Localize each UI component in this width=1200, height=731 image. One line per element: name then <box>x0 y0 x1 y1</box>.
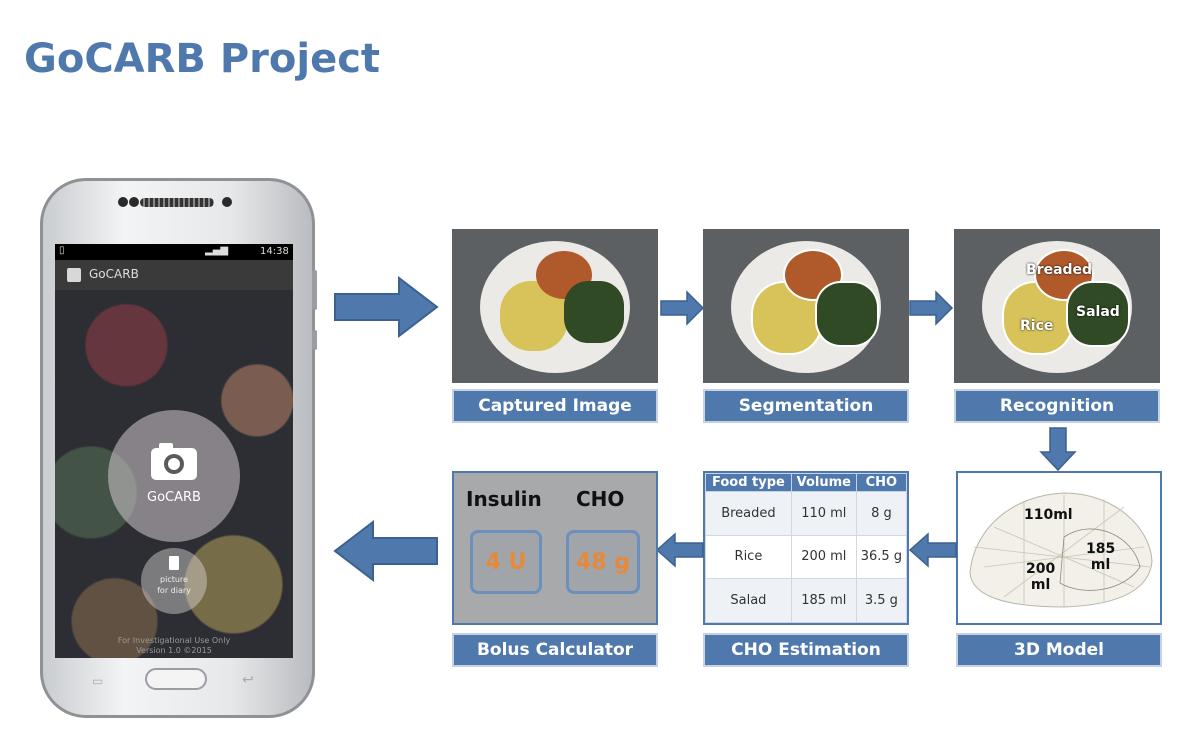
page-title: GoCARB Project <box>24 36 381 82</box>
picture-for-diary-button[interactable]: picture for diary <box>141 548 207 614</box>
captured-image-label: Captured Image <box>452 389 658 423</box>
insulin-label: Insulin <box>466 487 542 511</box>
home-button[interactable] <box>145 668 207 690</box>
cho-value: 48 g <box>566 530 640 594</box>
earpiece-speaker <box>140 198 214 207</box>
rice-tag: Rice <box>1020 318 1054 334</box>
salad-tag: Salad <box>1076 304 1120 320</box>
diary-label-line2: for diary <box>157 586 191 595</box>
app-bar: GoCARB <box>55 260 293 290</box>
cho-table: Food type Volume CHO Breaded 110 ml 8 g … <box>705 473 908 623</box>
status-bar: ▯ ▂▄▆ 14:38 <box>55 244 293 260</box>
table-row: Breaded 110 ml 8 g <box>705 491 908 536</box>
camera-icon <box>151 443 197 480</box>
recognition-label: Recognition <box>954 389 1160 423</box>
volume-salad-unit: ml <box>1090 557 1111 573</box>
segmentation-label: Segmentation <box>703 389 909 423</box>
volume-salad-number: 185 <box>1086 541 1116 557</box>
cell-cho: 3.5 g <box>855 578 908 623</box>
col-header-food-type: Food type <box>705 473 792 492</box>
sensor-dot <box>129 197 139 207</box>
cell-volume: 110 ml <box>790 491 857 536</box>
salad-segment <box>815 281 879 347</box>
segmentation-photo <box>703 229 909 383</box>
menu-key-icon[interactable]: ▭ <box>92 674 104 688</box>
volume-rice-unit: ml <box>1030 577 1051 593</box>
breaded-tag: Breaded <box>1026 262 1093 278</box>
table-row: Salad 185 ml 3.5 g <box>705 578 908 623</box>
signal-icon: ▂▄▆ <box>205 245 229 256</box>
capture-button-label: GoCARB <box>147 490 201 505</box>
volume-breaded: 110ml <box>1024 507 1073 523</box>
phone-screen: ▯ ▂▄▆ 14:38 GoCARB GoCARB picture for di… <box>55 244 293 658</box>
gocarb-capture-button[interactable]: GoCARB <box>108 410 240 542</box>
cho-estimation-label: CHO Estimation <box>703 633 909 667</box>
cell-food-type: Rice <box>705 534 792 580</box>
captured-image-photo <box>452 229 658 383</box>
cell-food-type: Salad <box>705 578 792 623</box>
3d-model-panel: 110ml 200 ml 185 ml <box>956 471 1162 625</box>
side-key <box>312 330 317 350</box>
insulin-value: 4 U <box>470 530 542 594</box>
bolus-calculator-label: Bolus Calculator <box>452 633 658 667</box>
diary-label-line1: picture <box>160 575 188 584</box>
app-name: GoCARB <box>89 267 139 281</box>
arrow-right-icon <box>333 276 439 338</box>
bolus-calculator-panel: Insulin CHO 4 U 48 g <box>452 471 658 625</box>
volume-rice-number: 200 <box>1026 561 1056 577</box>
3d-model-label: 3D Model <box>956 633 1162 667</box>
cell-cho: 8 g <box>855 491 908 536</box>
volume-key <box>312 270 317 310</box>
front-camera <box>222 197 232 207</box>
footer-line-2: Version 1.0 ©2015 <box>136 646 212 655</box>
arrow-left-icon <box>333 520 439 582</box>
3d-mesh-graphic <box>969 492 1153 608</box>
status-time: 14:38 <box>260 246 289 257</box>
salad-portion <box>564 281 624 343</box>
app-icon <box>67 268 81 282</box>
app-background: GoCARB picture for diary For Investigati… <box>55 290 293 658</box>
cell-food-type: Breaded <box>705 491 792 536</box>
cell-volume: 185 ml <box>790 578 857 623</box>
back-key-icon[interactable]: ↩ <box>242 672 254 688</box>
col-header-volume: Volume <box>790 473 857 492</box>
arrow-left-icon <box>655 532 705 568</box>
diary-icon <box>169 556 179 570</box>
recognition-photo: Breaded Rice Salad <box>954 229 1160 383</box>
cell-volume: 200 ml <box>790 534 857 580</box>
arrow-right-icon <box>659 290 705 326</box>
cell-cho: 36.5 g <box>855 534 908 580</box>
arrow-left-icon <box>908 532 958 568</box>
table-row: Rice 200 ml 36.5 g <box>705 534 908 580</box>
footer-line-1: For Investigational Use Only <box>117 636 231 645</box>
sensor-dot <box>118 197 128 207</box>
cho-table-panel: Food type Volume CHO Breaded 110 ml 8 g … <box>703 471 909 625</box>
cho-label: CHO <box>576 487 625 511</box>
col-header-cho: CHO <box>855 473 908 492</box>
arrow-down-icon <box>1038 426 1078 472</box>
arrow-right-icon <box>908 290 954 326</box>
battery-icon: ▯ <box>59 245 65 256</box>
